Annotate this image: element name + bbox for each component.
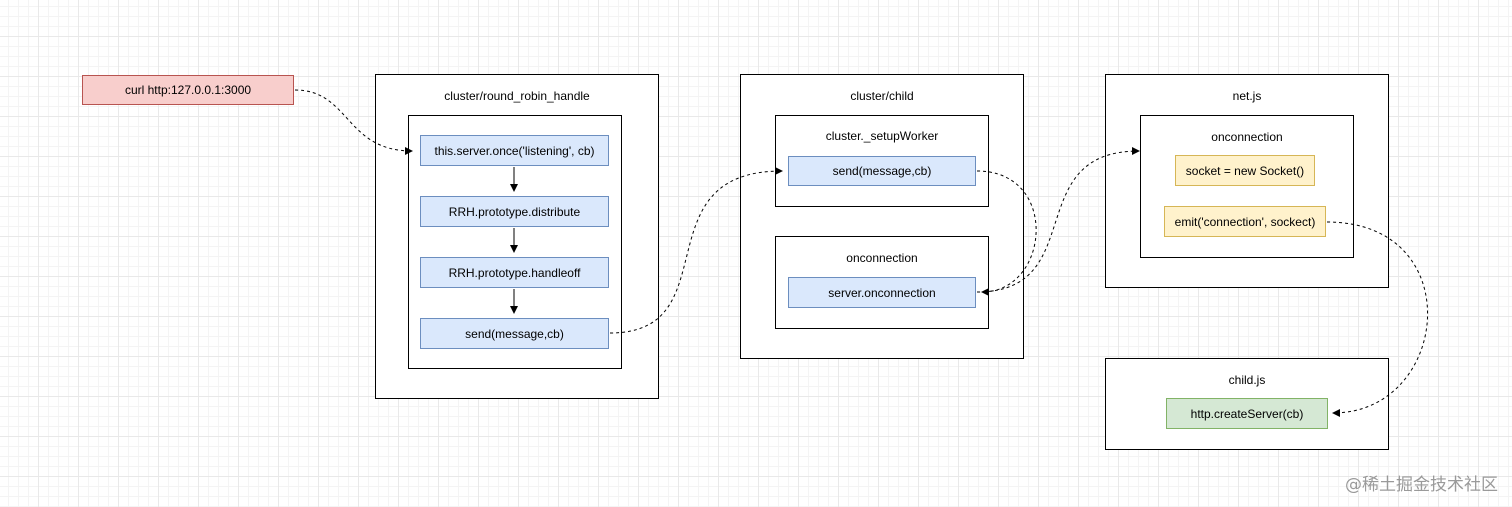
rrh-send-message-node[interactable]: send(message,cb) xyxy=(420,318,609,349)
watermark: @稀土掘金技术社区 xyxy=(1345,475,1498,495)
round-robin-handle-title: cluster/round_robin_handle xyxy=(444,89,590,103)
cluster-child-title: cluster/child xyxy=(850,89,914,103)
curl-node[interactable]: curl http:127.0.0.1:3000 xyxy=(82,75,294,105)
net-js-title: net.js xyxy=(1232,89,1262,103)
child-onconnection-title: onconnection xyxy=(846,251,918,265)
setup-worker-title: cluster._setupWorker xyxy=(825,129,939,143)
rrh-handleoff-node[interactable]: RRH.prototype.handleoff xyxy=(420,257,609,288)
new-socket-node[interactable]: socket = new Socket() xyxy=(1175,155,1315,186)
create-server-node[interactable]: http.createServer(cb) xyxy=(1166,398,1328,429)
child-send-message-node[interactable]: send(message,cb) xyxy=(788,156,976,186)
server-onconnection-node[interactable]: server.onconnection xyxy=(788,277,976,308)
net-onconnection-title: onconnection xyxy=(1211,130,1283,144)
emit-connection-node[interactable]: emit('connection', sockect) xyxy=(1164,206,1326,237)
rrh-distribute-node[interactable]: RRH.prototype.distribute xyxy=(420,196,609,227)
child-js-title: child.js xyxy=(1228,373,1266,387)
server-once-listening-node[interactable]: this.server.once('listening', cb) xyxy=(420,135,609,166)
